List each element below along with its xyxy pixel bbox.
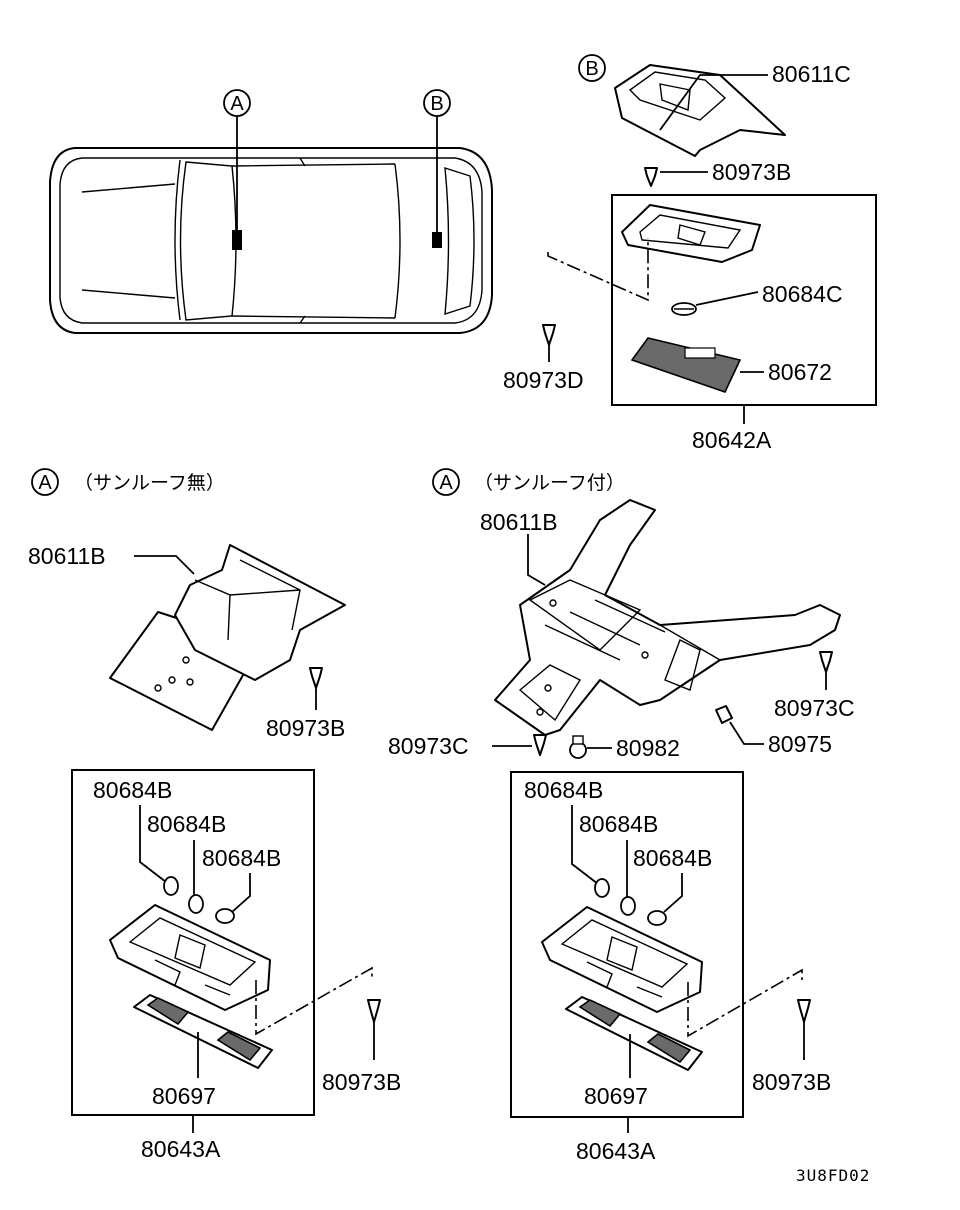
label-80973c-left: 80973C bbox=[388, 733, 469, 759]
svg-text:A: A bbox=[230, 93, 244, 115]
label-80643a-left: 80643A bbox=[141, 1136, 221, 1162]
caption-no-sunroof: （サンルーフ無） bbox=[74, 472, 225, 494]
section-a-right-marker: A bbox=[432, 468, 460, 496]
section-b-marker: B bbox=[578, 54, 606, 82]
label-80973b-top: 80973B bbox=[712, 159, 791, 185]
marker-a-position bbox=[232, 230, 242, 250]
section-a-left-marker: A bbox=[31, 468, 59, 496]
label-80697-left: 80697 bbox=[152, 1083, 216, 1109]
svg-text:B: B bbox=[430, 93, 443, 115]
car-top-view bbox=[49, 116, 493, 334]
room-lamp-80643a-left bbox=[109, 904, 271, 1011]
label-80973b-rbox: 80973B bbox=[752, 1069, 831, 1095]
dome-light-base-80611c bbox=[614, 64, 786, 157]
label-80684b-l1: 80684B bbox=[93, 777, 172, 803]
nut-80975 bbox=[715, 705, 733, 724]
lens-80672 bbox=[630, 337, 742, 393]
label-80672: 80672 bbox=[768, 359, 832, 385]
box-80643a-right bbox=[510, 771, 744, 1118]
bracket-80611b-right bbox=[494, 499, 841, 736]
label-80611b-right: 80611B bbox=[480, 509, 558, 535]
label-80611b-left: 80611B bbox=[28, 543, 106, 569]
label-80697-right: 80697 bbox=[584, 1083, 648, 1109]
screw-80973c-left bbox=[533, 734, 547, 756]
room-lamp-80643a-right bbox=[541, 906, 703, 1013]
screw-80973b-rbox bbox=[797, 999, 811, 1060]
screw-80973b-left bbox=[309, 667, 323, 710]
svg-text:B: B bbox=[585, 58, 598, 80]
svg-text:A: A bbox=[439, 472, 453, 494]
bulbs-80684b-right bbox=[594, 878, 667, 926]
label-80973b-lbox: 80973B bbox=[322, 1069, 401, 1095]
figure-code: 3U8FD02 bbox=[796, 1166, 870, 1185]
lens-80697-left bbox=[133, 994, 273, 1069]
lens-80697-right bbox=[565, 996, 703, 1071]
caption-with-sunroof: （サンルーフ付） bbox=[474, 472, 625, 494]
screw-80973d bbox=[542, 324, 556, 362]
screw-80973c-right bbox=[819, 651, 833, 690]
bulbs-80684b-left bbox=[163, 876, 235, 924]
label-80684b-r3: 80684B bbox=[633, 845, 712, 871]
label-80973c-right: 80973C bbox=[774, 695, 855, 721]
label-80684c: 80684C bbox=[762, 281, 843, 307]
label-80684b-r1: 80684B bbox=[524, 777, 603, 803]
label-80643a-right: 80643A bbox=[576, 1138, 656, 1164]
label-80982: 80982 bbox=[616, 735, 680, 761]
marker-a-callout: A bbox=[223, 89, 251, 117]
bracket-80611b-left bbox=[109, 544, 346, 731]
lamp-housing-80642a bbox=[621, 204, 761, 263]
svg-text:A: A bbox=[38, 472, 52, 494]
label-80975: 80975 bbox=[768, 731, 832, 757]
label-80684b-r2: 80684B bbox=[579, 811, 658, 837]
label-80611c: 80611C bbox=[772, 61, 851, 87]
label-80684b-l3: 80684B bbox=[202, 845, 281, 871]
screw-80973b-top bbox=[644, 167, 658, 187]
label-80973b-left: 80973B bbox=[266, 715, 345, 741]
bulb-80684c bbox=[671, 302, 697, 316]
marker-b-callout: B bbox=[423, 89, 451, 117]
label-80642a: 80642A bbox=[692, 427, 772, 453]
marker-b-position bbox=[432, 232, 442, 248]
label-80973d: 80973D bbox=[503, 367, 584, 393]
clip-80982 bbox=[569, 735, 587, 759]
screw-80973b-lbox bbox=[367, 999, 381, 1060]
label-80684b-l2: 80684B bbox=[147, 811, 226, 837]
